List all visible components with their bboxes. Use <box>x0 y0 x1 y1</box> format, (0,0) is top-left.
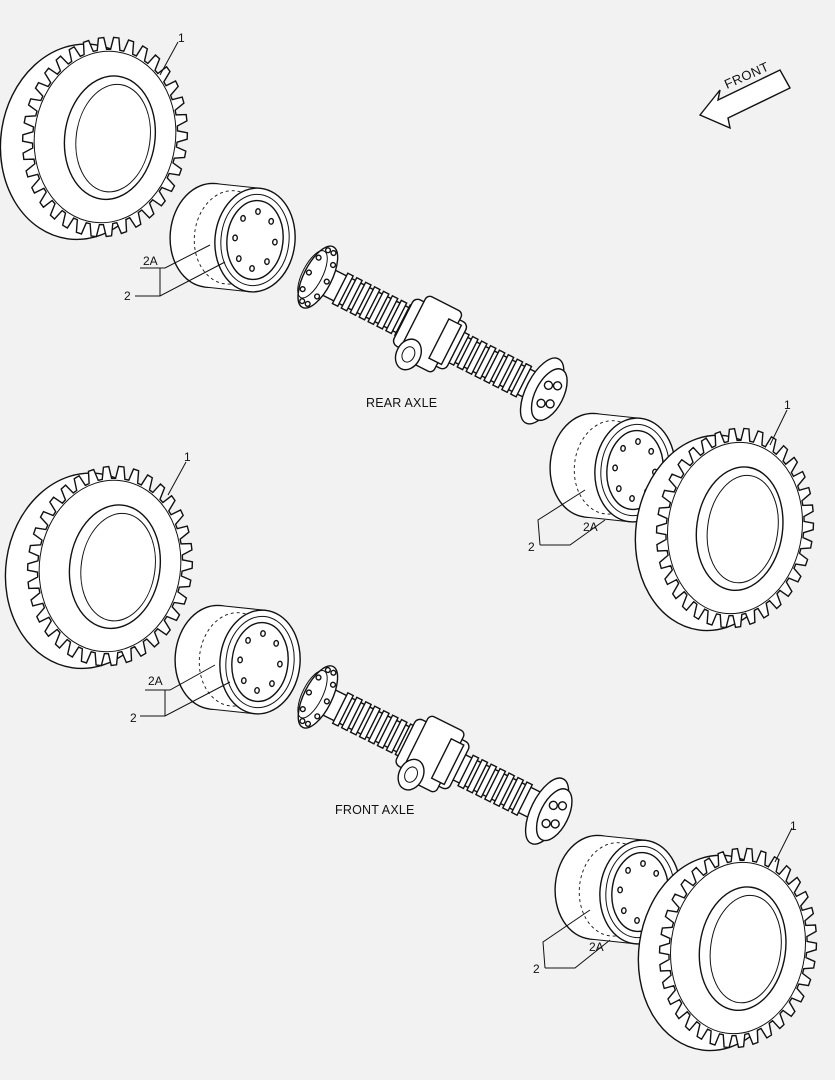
rear-left-tire <box>0 36 189 241</box>
rear-left-wheel <box>169 182 296 293</box>
callout-wheel-front-right: 2A <box>589 940 604 954</box>
callout-wheel-assembly-rear-left: 2 <box>124 289 131 303</box>
rear-axle-housing <box>297 245 568 425</box>
front-left-wheel <box>174 604 301 715</box>
callout-wheel-rear-right: 2A <box>583 520 598 534</box>
callout-tire-front-right: 1 <box>790 819 797 833</box>
front-left-tire <box>4 465 194 670</box>
callout-tire-front-left: 1 <box>184 450 191 464</box>
front-direction-arrow-icon <box>698 69 791 130</box>
callout-wheel-assembly-rear-right: 2 <box>528 540 535 554</box>
rear-axle-title: REAR AXLE <box>366 396 438 410</box>
front-axle-housing <box>297 665 573 845</box>
callout-wheel-front-left: 2A <box>148 674 163 688</box>
callout-wheel-rear-left: 2A <box>143 254 158 268</box>
callout-wheel-assembly-front-right: 2 <box>533 962 540 976</box>
callout-wheel-assembly-front-left: 2 <box>130 711 137 725</box>
callout-tire-rear-right: 1 <box>784 398 791 412</box>
callout-tire-rear-left: 1 <box>178 31 185 45</box>
front-axle-title: FRONT AXLE <box>335 803 415 817</box>
front-right-tire <box>637 847 818 1052</box>
front-right-wheel <box>554 834 681 945</box>
callout-leaders <box>135 41 793 969</box>
rear-right-tire <box>634 427 815 632</box>
